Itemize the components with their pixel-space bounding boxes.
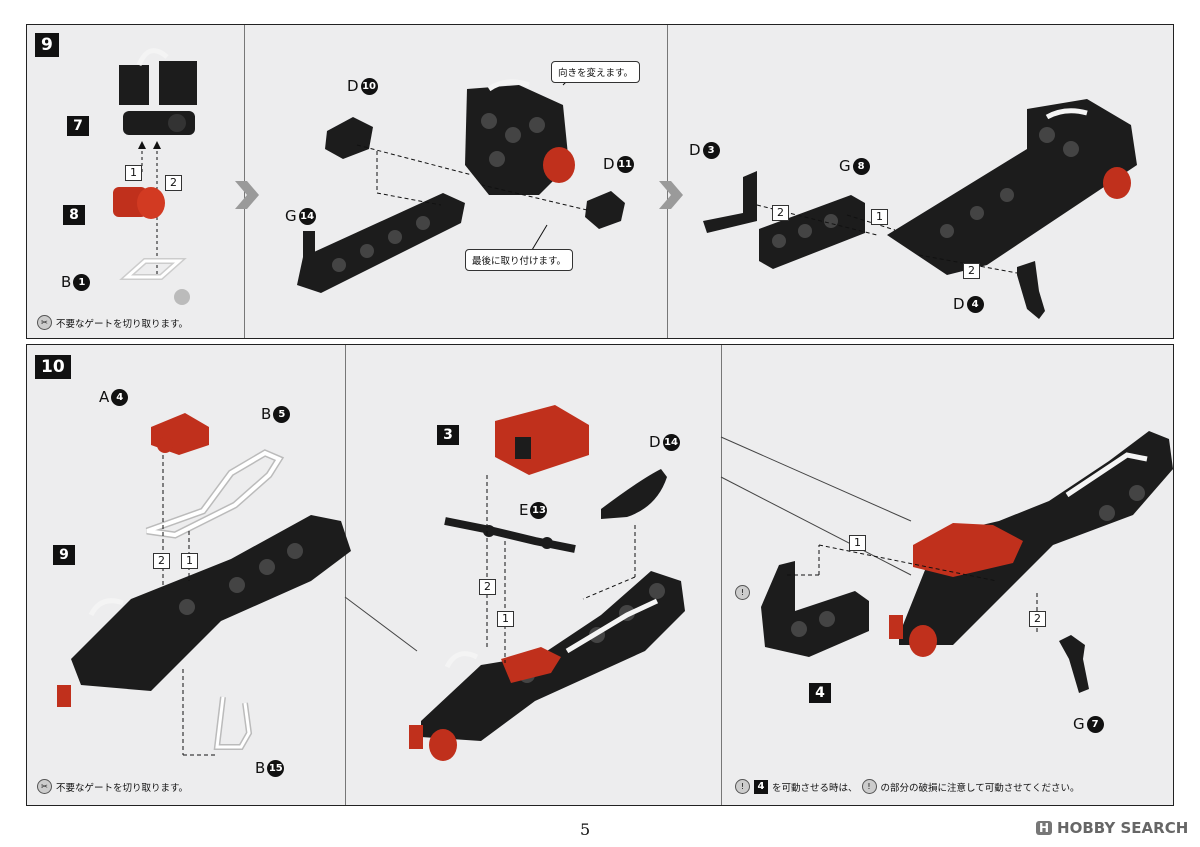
divider (345, 345, 346, 805)
leg-assembly (887, 99, 1137, 275)
order-box-1: 1 (181, 553, 198, 569)
seat-d14 (601, 469, 667, 519)
order-box-2: 2 (153, 553, 170, 569)
order-box-1: 1 (125, 165, 142, 181)
cutter-icon: ✂ (37, 315, 52, 330)
order-box-2: 2 (165, 175, 182, 191)
caution-icon: ! (861, 779, 877, 794)
step9-panel: 9 (26, 24, 1174, 339)
white-frame-b15 (213, 696, 253, 750)
part-g7 (1059, 635, 1089, 693)
part-d4 (1017, 261, 1045, 319)
part-d3 (703, 171, 757, 233)
step9-illustrations (113, 48, 1137, 319)
red-part-a4 (151, 413, 209, 455)
order-box-2: 2 (479, 579, 496, 595)
part-label-9: 9 (53, 545, 75, 565)
final-assembly (889, 431, 1173, 657)
part-label-7: 7 (67, 116, 89, 136)
step-number: 10 (35, 355, 71, 379)
order-box-2: 2 (772, 205, 789, 221)
linkage-e13 (444, 517, 576, 553)
next-arrow-icon (659, 181, 683, 209)
order-box-1: 1 (497, 611, 514, 627)
caution-icon: ! (735, 779, 750, 794)
part-g8 (759, 195, 865, 269)
next-arrow-icon (235, 181, 259, 209)
step10-panel: 10 (26, 344, 1174, 806)
caution-icon: ! (735, 585, 750, 600)
order-box-1: 1 (849, 535, 866, 551)
part-d10 (325, 117, 373, 159)
gate-note: ✂不要なゲートを切り取ります。 (37, 779, 188, 794)
cutter-icon: ✂ (37, 779, 52, 794)
head-body-assembly (465, 79, 575, 195)
page-number: 5 (580, 820, 591, 839)
red-part-3 (495, 405, 589, 475)
order-box-1: 1 (871, 209, 888, 225)
part-4 (761, 561, 869, 657)
hobby-search-logo-icon: H (1036, 821, 1053, 835)
cutter-icon (174, 289, 190, 305)
divider (721, 345, 722, 805)
order-box-2: 2 (1029, 611, 1046, 627)
part-label-8: 8 (63, 205, 85, 225)
step10-illustrations (57, 405, 1173, 761)
white-frame-b5 (145, 449, 285, 539)
arm-g14 (297, 193, 465, 293)
white-frame-b1 (119, 258, 187, 280)
body-assembly-9 (57, 515, 351, 707)
part-label-4: 4 (809, 683, 831, 703)
callout-turn: 向きを変えます。 (551, 61, 641, 83)
step-number: 9 (35, 33, 59, 57)
gate-note: ✂不要なゲートを切り取ります。 (37, 315, 188, 330)
callout-last: 最後に取り付けます。 (465, 249, 574, 271)
part-d11 (585, 191, 625, 229)
part-label-3: 3 (437, 425, 459, 445)
caution-note: ! 4 を可動させる時は、 ! の部分の破損に注意して可動させてください。 (735, 779, 1079, 794)
body-assembly (409, 571, 685, 761)
head-part-7 (119, 48, 197, 135)
order-box-2: 2 (963, 263, 980, 279)
red-part-8 (113, 187, 165, 219)
